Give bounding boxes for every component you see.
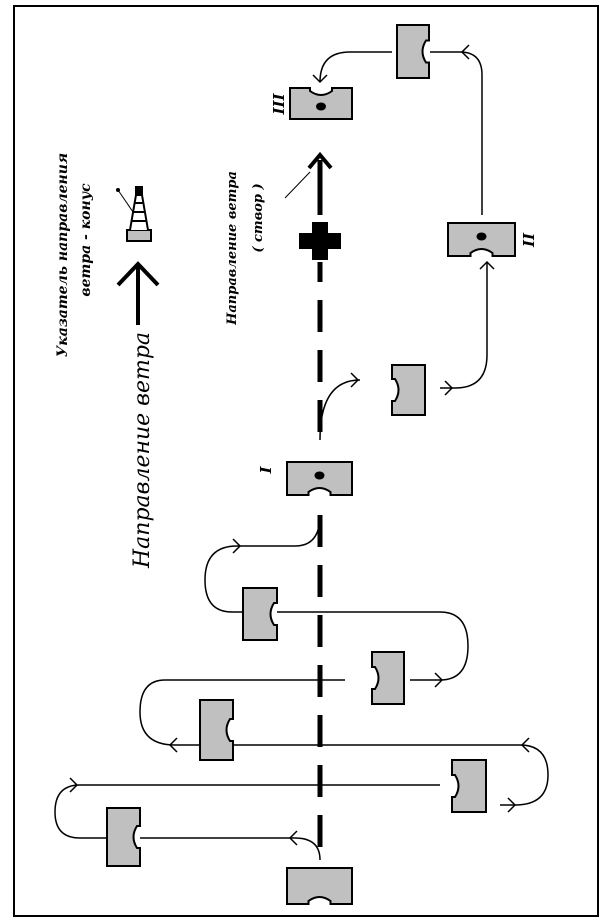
wind-cone-icon	[126, 186, 152, 242]
aircraft-body	[286, 867, 353, 905]
aircraft-5	[371, 651, 405, 705]
wind-direction-arrow	[116, 261, 160, 325]
aircraft-body	[396, 24, 430, 79]
aircraft-9	[447, 222, 516, 257]
aircraft-6	[242, 587, 278, 641]
arrowhead-icon	[507, 797, 517, 813]
taxi-path	[232, 744, 549, 806]
arrowhead-icon	[288, 830, 298, 846]
arrowhead-icon	[460, 44, 470, 60]
arrowhead-icon	[444, 380, 454, 396]
taxi-path	[54, 784, 440, 839]
arrowhead-icon	[350, 372, 360, 388]
cone-pointer-label-line2: ветра - конус	[78, 183, 94, 297]
aircraft-8	[391, 364, 426, 416]
alignment-label-line2: ( створ )	[251, 183, 266, 252]
aircraft-2	[106, 807, 141, 867]
alignment-arrow	[307, 151, 333, 215]
aircraft-body	[199, 699, 234, 761]
aircraft-body	[371, 651, 405, 705]
aircraft-1	[286, 867, 353, 905]
taxi-path	[277, 611, 469, 681]
alignment-label-line1: Направление ветра	[225, 171, 240, 326]
frame-border	[13, 5, 599, 917]
taxi-path	[140, 837, 321, 861]
arrowhead-icon	[434, 672, 444, 688]
aircraft-marker-dot	[314, 471, 325, 480]
cone-leader-line	[116, 188, 134, 213]
aircraft-body	[451, 759, 487, 813]
taxi-path	[319, 51, 392, 83]
cross-marker	[299, 222, 341, 260]
aircraft-positions	[106, 24, 516, 905]
wind-direction-label: Направление ветра	[130, 332, 155, 569]
position-label-2: II	[520, 232, 538, 248]
taxi-paths	[54, 44, 549, 861]
aircraft-marker-dot	[316, 102, 326, 111]
arrowhead-icon	[520, 737, 530, 753]
position-label-3: III	[270, 92, 288, 115]
arrowhead-icon	[168, 737, 178, 753]
alignment-leader-line	[284, 171, 311, 199]
arrowhead-icon	[312, 74, 328, 84]
arrowhead-icon	[69, 777, 79, 793]
aircraft-body	[106, 807, 141, 867]
cone-pointer-label-line1: Указатель направления	[55, 153, 71, 357]
aircraft-11	[289, 87, 353, 120]
aircraft-10	[396, 24, 430, 79]
aircraft-body	[391, 364, 426, 416]
taxi-path	[319, 379, 361, 441]
arrowhead-icon	[479, 260, 495, 270]
aircraft-7	[286, 461, 353, 496]
arrowhead-icon	[232, 538, 242, 554]
taxi-path	[139, 679, 345, 746]
taxi-path	[440, 262, 488, 389]
taxi-path	[204, 514, 321, 613]
aircraft-4	[199, 699, 234, 761]
taxi-path	[430, 51, 483, 215]
position-label-1: I	[257, 466, 275, 475]
aircraft-body	[242, 587, 278, 641]
aircraft-marker-dot	[476, 232, 487, 241]
aircraft-3	[451, 759, 487, 813]
